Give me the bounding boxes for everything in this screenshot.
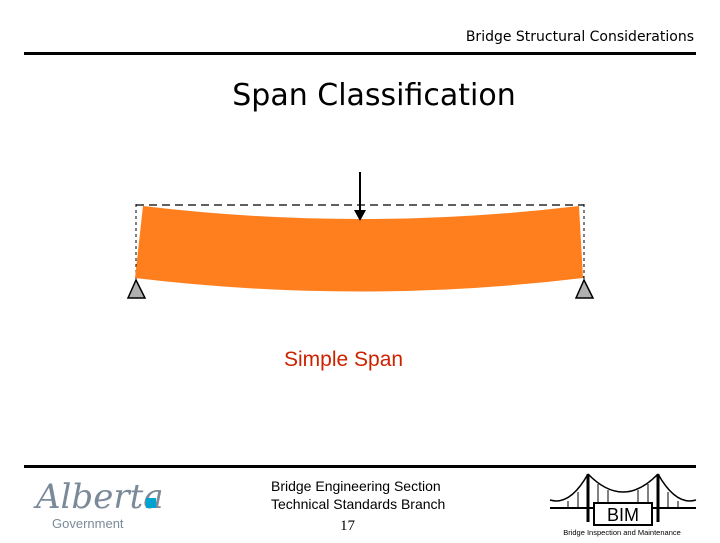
page-number: 17 <box>340 518 355 534</box>
bim-label: BIM <box>607 505 639 525</box>
logo-subtext: Government <box>52 516 124 531</box>
left-support-icon <box>126 278 147 299</box>
logo-square-icon <box>146 498 156 508</box>
header-rule <box>24 52 696 55</box>
bim-logo: BIM Bridge Inspection and Maintenance <box>548 470 698 543</box>
footer-section-line: Bridge Engineering Section <box>271 478 441 494</box>
diagram-caption: Simple Span <box>284 348 404 371</box>
deflected-beam <box>135 206 583 292</box>
load-arrow-head-icon <box>354 210 366 221</box>
right-support-icon <box>574 278 595 299</box>
footer-branch-line: Technical Standards Branch <box>271 496 446 512</box>
footer-rule <box>24 465 696 468</box>
simple-span-diagram <box>126 172 595 299</box>
logo-wordmark: Alberta <box>33 477 164 517</box>
bim-subtitle: Bridge Inspection and Maintenance <box>563 528 681 537</box>
header-title: Bridge Structural Considerations <box>465 29 694 45</box>
slide-title: Span Classification <box>232 78 516 113</box>
alberta-government-logo: Alberta Government <box>30 476 170 537</box>
